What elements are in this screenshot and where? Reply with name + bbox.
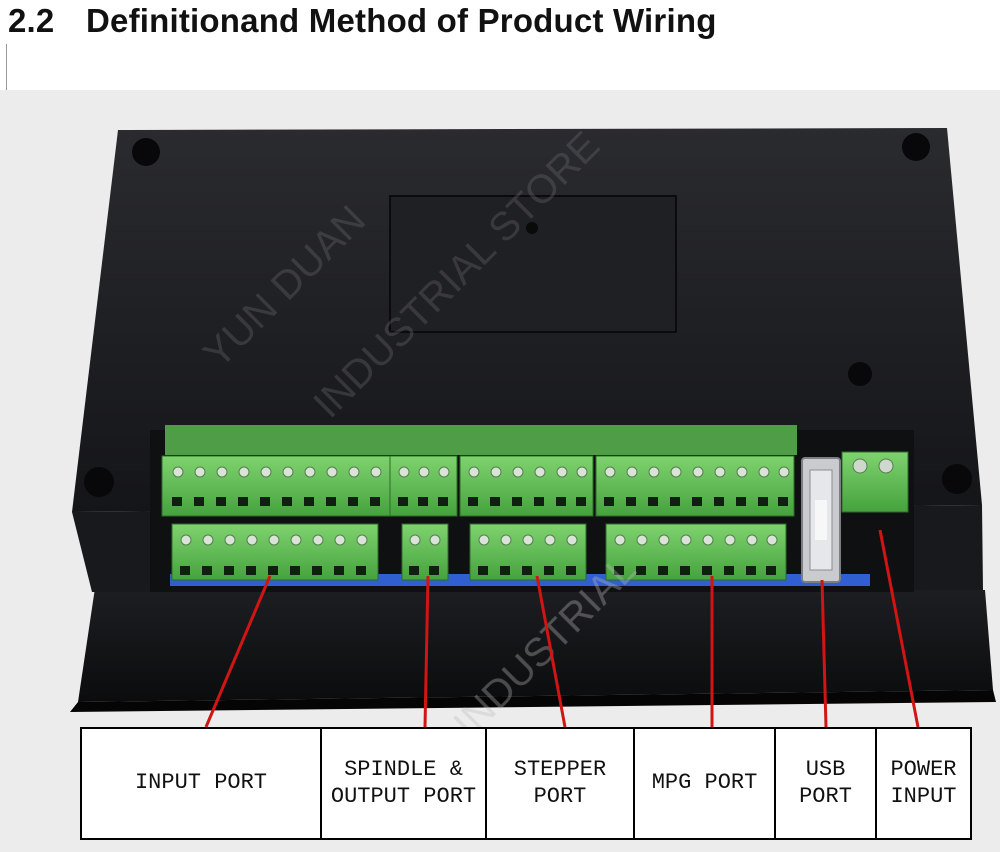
- pointer-input-port: [204, 575, 272, 728]
- terminal-row-upper: [161, 455, 795, 517]
- product-photo: YUN DUAN INDUSTRIAL STORE INDUSTRIAL: [0, 90, 1000, 852]
- label-spindle-output-port: SPINDLE & OUTPUT PORT: [322, 729, 487, 838]
- pcb-edge: [165, 425, 797, 455]
- section-title: Definitionand Method of Product Wiring: [86, 2, 717, 39]
- pointer-lines: [204, 529, 920, 728]
- pointer-usb-port: [820, 579, 828, 728]
- pointer-power-input: [878, 529, 920, 728]
- label-mpg-port: MPG PORT: [635, 729, 776, 838]
- section-number: 2.2: [8, 2, 55, 39]
- case-base: [70, 588, 996, 712]
- controller-illustration: YUN DUAN INDUSTRIAL STORE INDUSTRIAL: [70, 123, 996, 746]
- label-usb-port: USB PORT: [776, 729, 877, 838]
- label-input-port: INPUT PORT: [82, 729, 322, 838]
- pointer-stepper-port: [535, 575, 567, 728]
- label-stepper-port: STEPPER PORT: [487, 729, 635, 838]
- terminal-row-lower: [171, 523, 787, 581]
- pointer-spindle-output-port: [423, 575, 430, 728]
- margin-rule: [6, 44, 7, 90]
- label-power-input: POWER INPUT: [890, 757, 957, 809]
- usb-connector: [801, 457, 841, 583]
- section-heading: 2.2 Definitionand Method of Product Wirin…: [8, 2, 717, 40]
- port-label-table: INPUT PORT SPINDLE & OUTPUT PORT STEPPER…: [80, 727, 972, 840]
